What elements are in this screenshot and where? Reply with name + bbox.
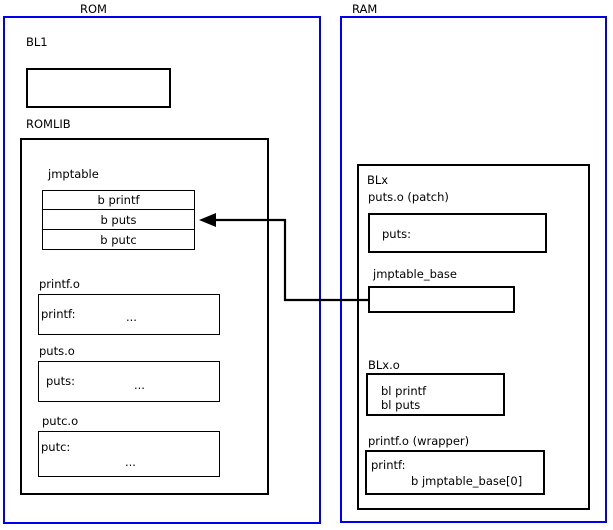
- blx-label: BLx: [367, 173, 389, 187]
- jmptable-base-label: jmptable_base: [373, 267, 457, 281]
- rom-printf-o-box: [38, 294, 220, 335]
- jmptable-row-puts: b puts: [42, 209, 195, 230]
- rom-region-title: ROM: [80, 2, 107, 16]
- jmptable-row-putc: b putc: [42, 229, 195, 250]
- rom-putc-symbol: putc:: [41, 440, 71, 454]
- printf-o-wrapper-box: [365, 450, 545, 495]
- rom-puts-symbol: puts:: [46, 374, 75, 388]
- ram-region-title: RAM: [352, 2, 378, 16]
- rom-putc-o-box: [38, 431, 220, 477]
- blx-o-box: [366, 373, 505, 416]
- ram-puts-o-patch-label: puts.o (patch): [368, 190, 449, 204]
- rom-printf-body: ...: [126, 310, 137, 324]
- rom-printf-symbol: printf:: [41, 307, 76, 321]
- rom-putc-o-label: putc.o: [42, 414, 79, 428]
- jmptable-label: jmptable: [48, 167, 99, 181]
- printf-o-wrapper-label: printf.o (wrapper): [368, 434, 470, 448]
- ram-puts-patch-symbol: puts:: [382, 227, 411, 241]
- blx-o-code-line-1: bl printf: [381, 384, 427, 398]
- rom-printf-o-label: printf.o: [39, 277, 80, 291]
- bl1-box: [26, 68, 171, 108]
- blx-o-code-line-2: bl puts: [381, 398, 421, 412]
- rom-puts-o-label: puts.o: [39, 344, 75, 358]
- jmptable-base-box: [368, 286, 515, 313]
- jmptable-row-printf: b printf: [42, 190, 195, 210]
- bl1-label: BL1: [26, 35, 48, 49]
- ram-puts-o-patch-box: [368, 213, 547, 253]
- wrapper-branch-instruction: b jmptable_base[0]: [411, 474, 523, 488]
- blx-o-label: BLx.o: [368, 358, 400, 372]
- rom-putc-body: ...: [125, 455, 136, 469]
- wrapper-symbol: printf:: [371, 458, 406, 472]
- romlib-label: ROMLIB: [26, 117, 71, 131]
- jmptable-box: b printf b puts b putc: [42, 190, 195, 250]
- rom-puts-o-box: [38, 361, 220, 402]
- rom-puts-body: ...: [134, 378, 145, 392]
